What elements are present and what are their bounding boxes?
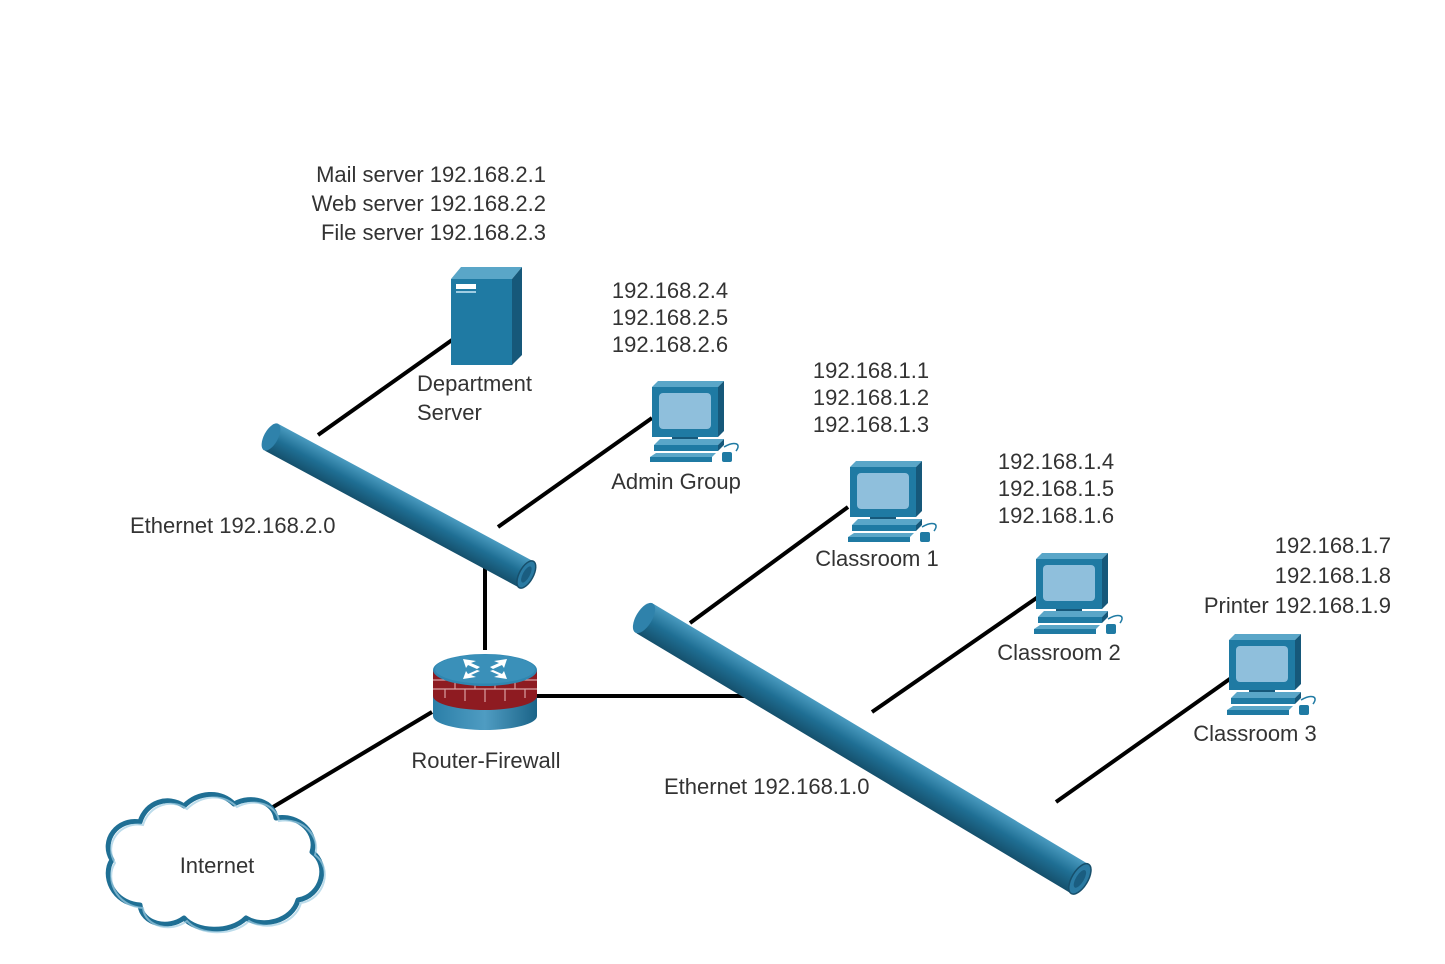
classroom3-ip-line: 192.168.1.7 (1274, 533, 1391, 558)
router-name-label: Router-Firewall (411, 748, 561, 773)
mouse-cable (723, 442, 739, 452)
keyboard-front (1227, 710, 1289, 715)
monitor-side (1102, 553, 1108, 609)
mouse-cable (1107, 614, 1123, 624)
server-ip-list: Mail server 192.168.2.1 Web server 192.1… (236, 160, 546, 247)
ethernet-bus-lan1 (632, 602, 1092, 895)
workstation-icon-classroom-2 (1034, 553, 1123, 634)
keyboard-top (1034, 625, 1100, 629)
mouse (920, 532, 930, 542)
link-classroom3-lan1 (1054, 674, 1236, 804)
mouse-cable (921, 522, 937, 532)
server-tower-icon (451, 267, 522, 365)
cloud-icon (105, 792, 326, 934)
link-classroom2-lan1 (870, 595, 1040, 714)
classroom1-ip-line: 192.168.1.1 (812, 358, 930, 383)
monitor-top (1229, 634, 1301, 640)
mouse (1299, 705, 1309, 715)
keyboard-top (848, 533, 914, 537)
monitor-screen (659, 393, 711, 429)
admin-name-label: Admin Group (611, 469, 741, 494)
classroom3-name-label: Classroom 3 (1193, 721, 1317, 746)
classroom2-ip-line: 192.168.1.5 (997, 476, 1115, 501)
monitor-side (718, 381, 724, 437)
keyboard-front (848, 537, 910, 542)
server-ip-line: Mail server 192.168.2.1 (316, 162, 546, 187)
monitor-screen (857, 473, 909, 509)
keyboard-front (1034, 629, 1096, 634)
link-server-lan2 (316, 338, 454, 437)
link-router-internet (261, 710, 434, 815)
admin-ip-line: 192.168.2.4 (611, 278, 729, 303)
workstation-icon-admin (650, 381, 739, 462)
server-name-label: Department Server (417, 369, 532, 427)
lan1-bus-label: Ethernet 192.168.1.0 (664, 774, 870, 799)
server-ip-line: Web server 192.168.2.2 (311, 191, 546, 216)
server-name-line: Server (417, 400, 482, 425)
base-front (654, 445, 718, 451)
base-front (852, 525, 916, 531)
classroom1-ip-line: 192.168.1.3 (812, 412, 930, 437)
monitor-top (652, 381, 724, 387)
base-side (1295, 692, 1301, 704)
connection-lines (261, 338, 1236, 815)
ethernet-bus-lan2 (261, 423, 537, 589)
keyboard-top (1227, 706, 1293, 710)
monitor-screen (1043, 565, 1095, 601)
base-front (1038, 617, 1102, 623)
keyboard-front (650, 457, 712, 462)
link-admin-lan2 (496, 416, 654, 529)
internet-label: Internet (179, 853, 255, 878)
classroom3-ip-line: Printer 192.168.1.9 (1203, 593, 1391, 618)
server-ip-line: File server 192.168.2.3 (320, 220, 546, 245)
workstation-icon-classroom-1 (848, 461, 937, 542)
base-top (654, 439, 724, 445)
monitor-top (850, 461, 922, 467)
mouse-cable (1300, 695, 1316, 705)
classroom1-ip-list: 192.168.1.1 192.168.1.2 192.168.1.3 (791, 357, 951, 438)
classroom2-ip-line: 192.168.1.4 (997, 449, 1115, 474)
classroom3-ip-line: 192.168.1.8 (1274, 563, 1391, 588)
base-side (718, 439, 724, 451)
base-top (852, 519, 922, 525)
base-side (1102, 611, 1108, 623)
mouse (1106, 624, 1116, 634)
router-firewall-icon (433, 654, 537, 730)
workstation-icon-classroom-3 (1227, 634, 1316, 715)
monitor-side (1295, 634, 1301, 690)
lan2-bus-label: Ethernet 192.168.2.0 (130, 513, 336, 538)
link-classroom1-lan1 (688, 505, 850, 625)
classroom2-name-label: Classroom 2 (997, 640, 1121, 665)
server-name-line: Department (417, 371, 532, 396)
base-top (1038, 611, 1108, 617)
classroom2-ip-list: 192.168.1.4 192.168.1.5 192.168.1.6 (976, 448, 1136, 529)
base-top (1231, 692, 1301, 698)
classroom1-ip-line: 192.168.1.2 (812, 385, 930, 410)
admin-ip-list: 192.168.2.4 192.168.2.5 192.168.2.6 (590, 277, 750, 358)
monitor-side (916, 461, 922, 517)
base-side (916, 519, 922, 531)
classroom3-ip-list: 192.168.1.7 192.168.1.8 Printer 192.168.… (1141, 531, 1391, 621)
admin-ip-line: 192.168.2.5 (611, 305, 729, 330)
classroom2-ip-line: 192.168.1.6 (997, 503, 1115, 528)
base-front (1231, 698, 1295, 704)
monitor-top (1036, 553, 1108, 559)
classroom1-name-label: Classroom 1 (815, 546, 939, 571)
mouse (722, 452, 732, 462)
keyboard-top (650, 453, 716, 457)
monitor-screen (1236, 646, 1288, 682)
admin-ip-line: 192.168.2.6 (611, 332, 729, 357)
